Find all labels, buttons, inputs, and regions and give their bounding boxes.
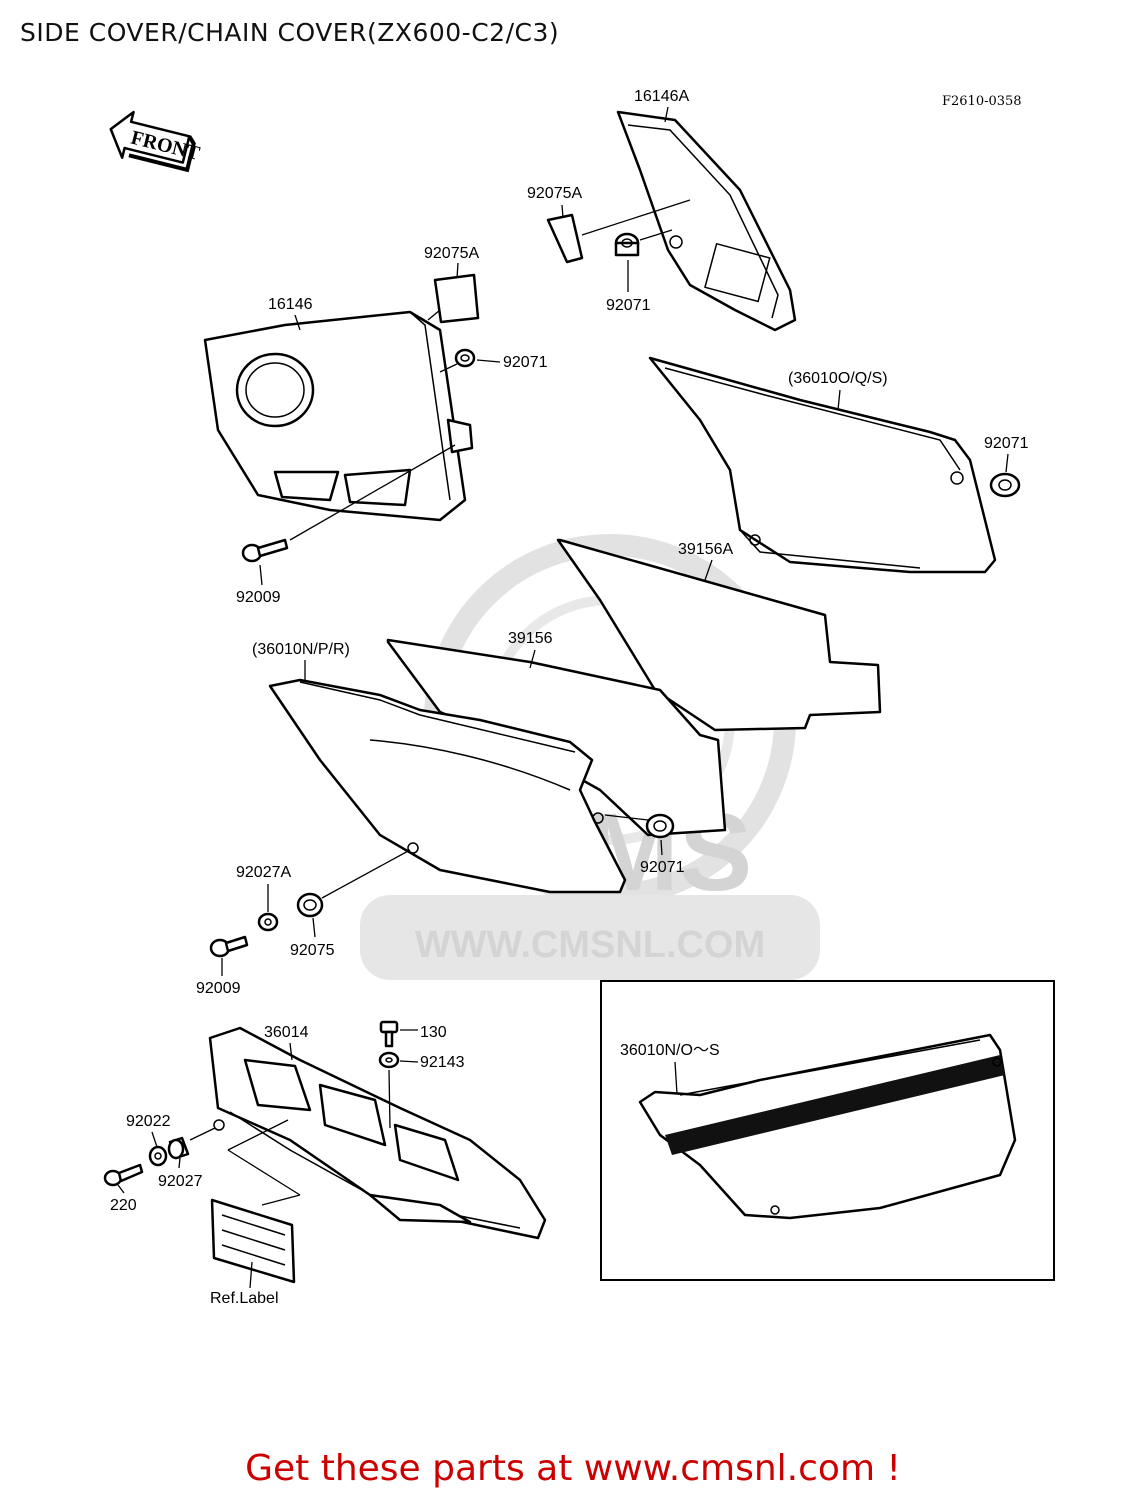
part-92075A-top — [546, 213, 584, 264]
label-92071-mid: 92071 — [640, 859, 685, 876]
front-arrow: FRONT — [109, 110, 203, 173]
part-92022 — [148, 1145, 168, 1167]
part-92027 — [167, 1136, 190, 1160]
label-36010OQS: (36010O/Q/S) — [788, 370, 888, 387]
label-39156A: 39156A — [678, 541, 733, 558]
part-92075A-left — [433, 273, 480, 324]
part-92075 — [296, 892, 324, 918]
part-92143 — [378, 1051, 400, 1069]
label-92071-right: 92071 — [984, 435, 1029, 452]
part-36010OQS — [648, 356, 997, 574]
footer-link[interactable]: Get these parts at www.cmsnl.com ! — [245, 1448, 901, 1489]
part-92027A — [257, 912, 279, 932]
label-130: 130 — [420, 1024, 447, 1041]
part-36010NPR — [268, 678, 627, 894]
label-inset-36010NOS: 36010N/O～S — [620, 1042, 720, 1059]
label-92009-bottom: 92009 — [196, 980, 241, 997]
watermark-url: WWW.CMSNL.COM — [415, 924, 765, 966]
label-92143: 92143 — [420, 1054, 465, 1071]
part-92071-mid — [645, 813, 675, 839]
label-92071-top: 92071 — [606, 297, 651, 314]
part-16146A — [616, 110, 797, 332]
part-92071-top — [614, 232, 640, 257]
part-ref-label — [210, 1119, 301, 1284]
label-92027: 92027 — [158, 1173, 203, 1190]
label-ref-label: Ref.Label — [210, 1290, 279, 1307]
part-220 — [103, 1163, 144, 1187]
part-92071-left — [454, 348, 476, 368]
page-title: SIDE COVER/CHAIN COVER(ZX600-C2/C3) — [20, 18, 560, 47]
figure-code: F2610-0358 — [942, 94, 1022, 109]
part-92009-top — [241, 538, 289, 563]
part-39156A — [556, 538, 882, 732]
label-92022: 92022 — [126, 1113, 171, 1130]
label-16146: 16146 — [268, 296, 313, 313]
label-220: 220 — [110, 1197, 137, 1214]
label-92071-left: 92071 — [503, 354, 548, 371]
label-16146A: 16146A — [634, 88, 689, 105]
label-39156: 39156 — [508, 630, 553, 647]
part-92071-right — [989, 472, 1021, 498]
label-92009-top: 92009 — [236, 589, 281, 606]
label-92027A: 92027A — [236, 864, 291, 881]
label-36010NPR: (36010N/P/R) — [252, 641, 350, 658]
label-92075A-left: 92075A — [424, 245, 479, 262]
part-36014 — [208, 1026, 547, 1240]
label-92075A-top: 92075A — [527, 185, 582, 202]
part-92009-bottom — [209, 935, 249, 958]
inset-36010NOS — [600, 980, 1055, 1281]
label-92075: 92075 — [290, 942, 335, 959]
label-36014: 36014 — [264, 1024, 309, 1041]
part-130 — [379, 1020, 399, 1048]
part-16146 — [203, 310, 474, 522]
